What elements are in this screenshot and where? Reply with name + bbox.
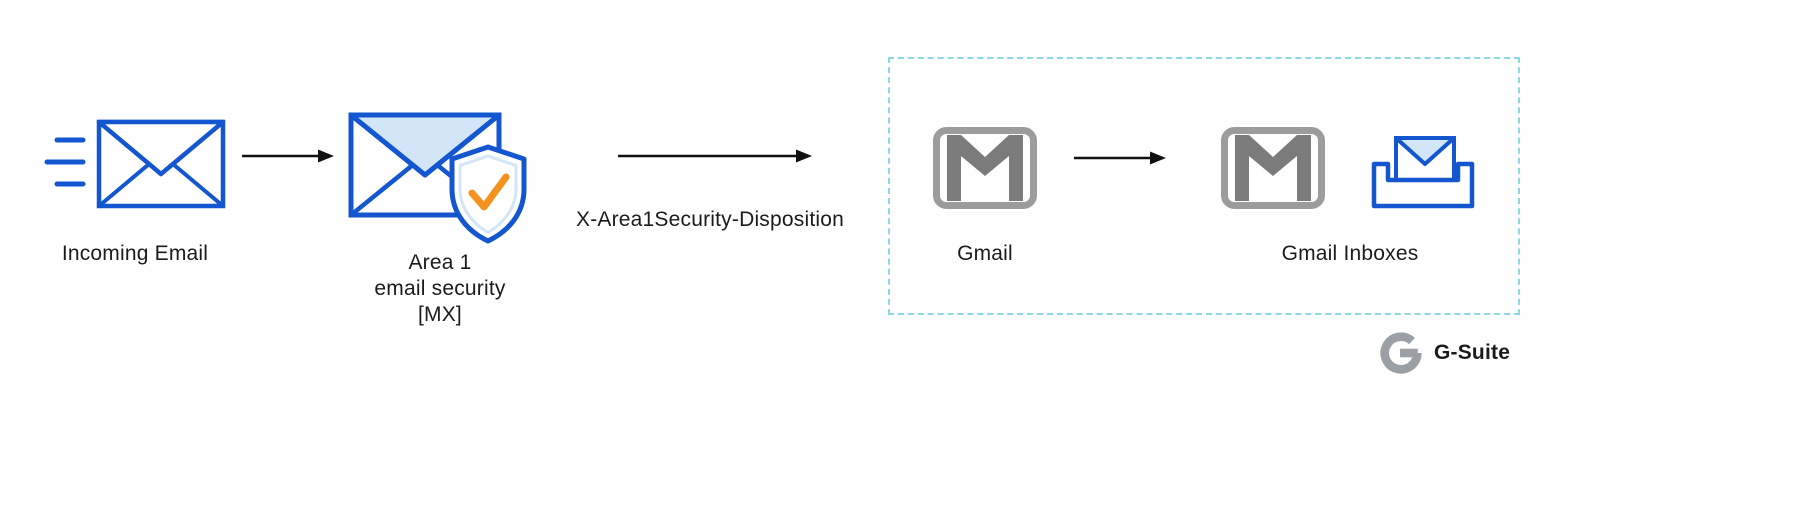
area1-label: Area 1 email security [MX]	[374, 250, 505, 328]
gmail-inboxes-icons	[1220, 126, 1480, 210]
disposition-header-label: X-Area1Security-Disposition	[575, 208, 844, 231]
gmail-icon	[933, 127, 1037, 209]
area1-label-line3: [MX]	[418, 303, 462, 326]
arrow-right-icon	[1074, 151, 1166, 165]
arrow-right-icon	[242, 149, 334, 163]
area1-label-line2: email security	[374, 277, 506, 300]
gmail-label: Gmail	[957, 242, 1013, 265]
gmail-icon	[1221, 127, 1325, 209]
g-logo-icon	[1380, 332, 1422, 374]
node-incoming-email: Incoming Email	[25, 118, 245, 266]
inbox-envelope-icon	[1371, 136, 1475, 209]
node-gmail: Gmail	[910, 126, 1060, 266]
incoming-envelope-icon	[44, 119, 225, 209]
gmail-inboxes-label: Gmail Inboxes	[1281, 242, 1419, 265]
node-gmail-inboxes: Gmail Inboxes	[1195, 126, 1505, 266]
incoming-email-label: Incoming Email	[61, 242, 209, 265]
gsuite-branding: G-Suite	[1378, 330, 1510, 376]
area1-label-line1: Area 1	[408, 251, 472, 274]
arrow-right-icon	[618, 149, 812, 163]
envelope-shield-icon	[348, 112, 526, 244]
shield-check-icon	[449, 144, 526, 244]
gsuite-label: G-Suite	[1434, 341, 1511, 364]
gsuite-boundary-box	[888, 57, 1520, 315]
node-area1-security: Area 1 email security [MX]	[340, 112, 540, 328]
